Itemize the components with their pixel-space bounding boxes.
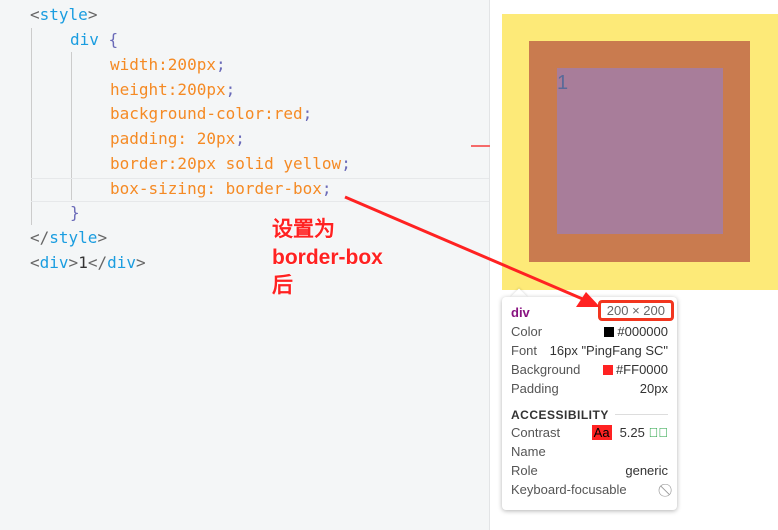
background-swatch: [602, 365, 613, 375]
color-label: Color: [511, 324, 543, 339]
background-value: #FF0000: [615, 362, 668, 377]
color-swatch: [604, 327, 615, 337]
error-marker: [471, 145, 490, 147]
role-value: generic: [625, 463, 668, 478]
contrast-label: Contrast: [511, 425, 561, 440]
font-value: 16px "PingFang SC": [549, 343, 668, 358]
annotation-line: 设置为: [272, 218, 335, 241]
preview-element[interactable]: 1: [502, 14, 778, 290]
code-editor[interactable]: <style> div { width:200px; height:200px;…: [0, 0, 490, 530]
code-line: width:200px;: [110, 55, 226, 74]
annotation-text: 设置为 border-box 后: [272, 216, 383, 300]
code-line: border:20px solid yellow;: [110, 154, 351, 173]
padding-highlight: 1: [529, 41, 750, 262]
inspect-tooltip: div 200 × 200 Color #000000 Font 16px "Ping…: [502, 297, 677, 510]
code-line: div {: [70, 30, 119, 49]
annotation-line: 后: [272, 274, 293, 297]
background-label: Background: [511, 362, 581, 377]
content-highlight: 1: [557, 68, 723, 234]
code-line: background-color:red;: [110, 104, 313, 123]
code-line: box-sizing: border-box;: [110, 179, 332, 198]
dimensions: 200 × 200: [597, 300, 674, 321]
code-line: padding: 20px;: [110, 129, 245, 148]
code-line: </style>: [30, 228, 108, 247]
accessibility-header: ACCESSIBILITY: [511, 407, 609, 422]
annotation-line: border-box: [272, 246, 383, 269]
padding-value: 20px: [639, 381, 668, 396]
indent-guide: [71, 52, 72, 200]
role-label: Role: [511, 463, 538, 478]
code-line: <div>1</div>: [30, 253, 146, 272]
code-line: }: [70, 203, 80, 222]
code-line: <style>: [30, 5, 98, 24]
color-value: #000000: [617, 324, 668, 339]
content-text: 1: [557, 72, 569, 94]
keyboard-focusable-label: Keyboard-focusable: [511, 482, 627, 497]
contrast-value: 5.25: [619, 425, 645, 440]
padding-label: Padding: [511, 381, 559, 396]
contrast-sample: Aa: [591, 425, 612, 440]
check-circle-icon: ✓⃝: [648, 425, 669, 440]
current-line-highlight: [31, 178, 489, 202]
code-line: height:200px;: [110, 80, 236, 99]
divider: [614, 414, 668, 415]
name-label: Name: [511, 444, 546, 459]
tag-name: div: [511, 305, 530, 320]
font-label: Font: [511, 343, 538, 358]
indent-guide: [31, 28, 32, 225]
